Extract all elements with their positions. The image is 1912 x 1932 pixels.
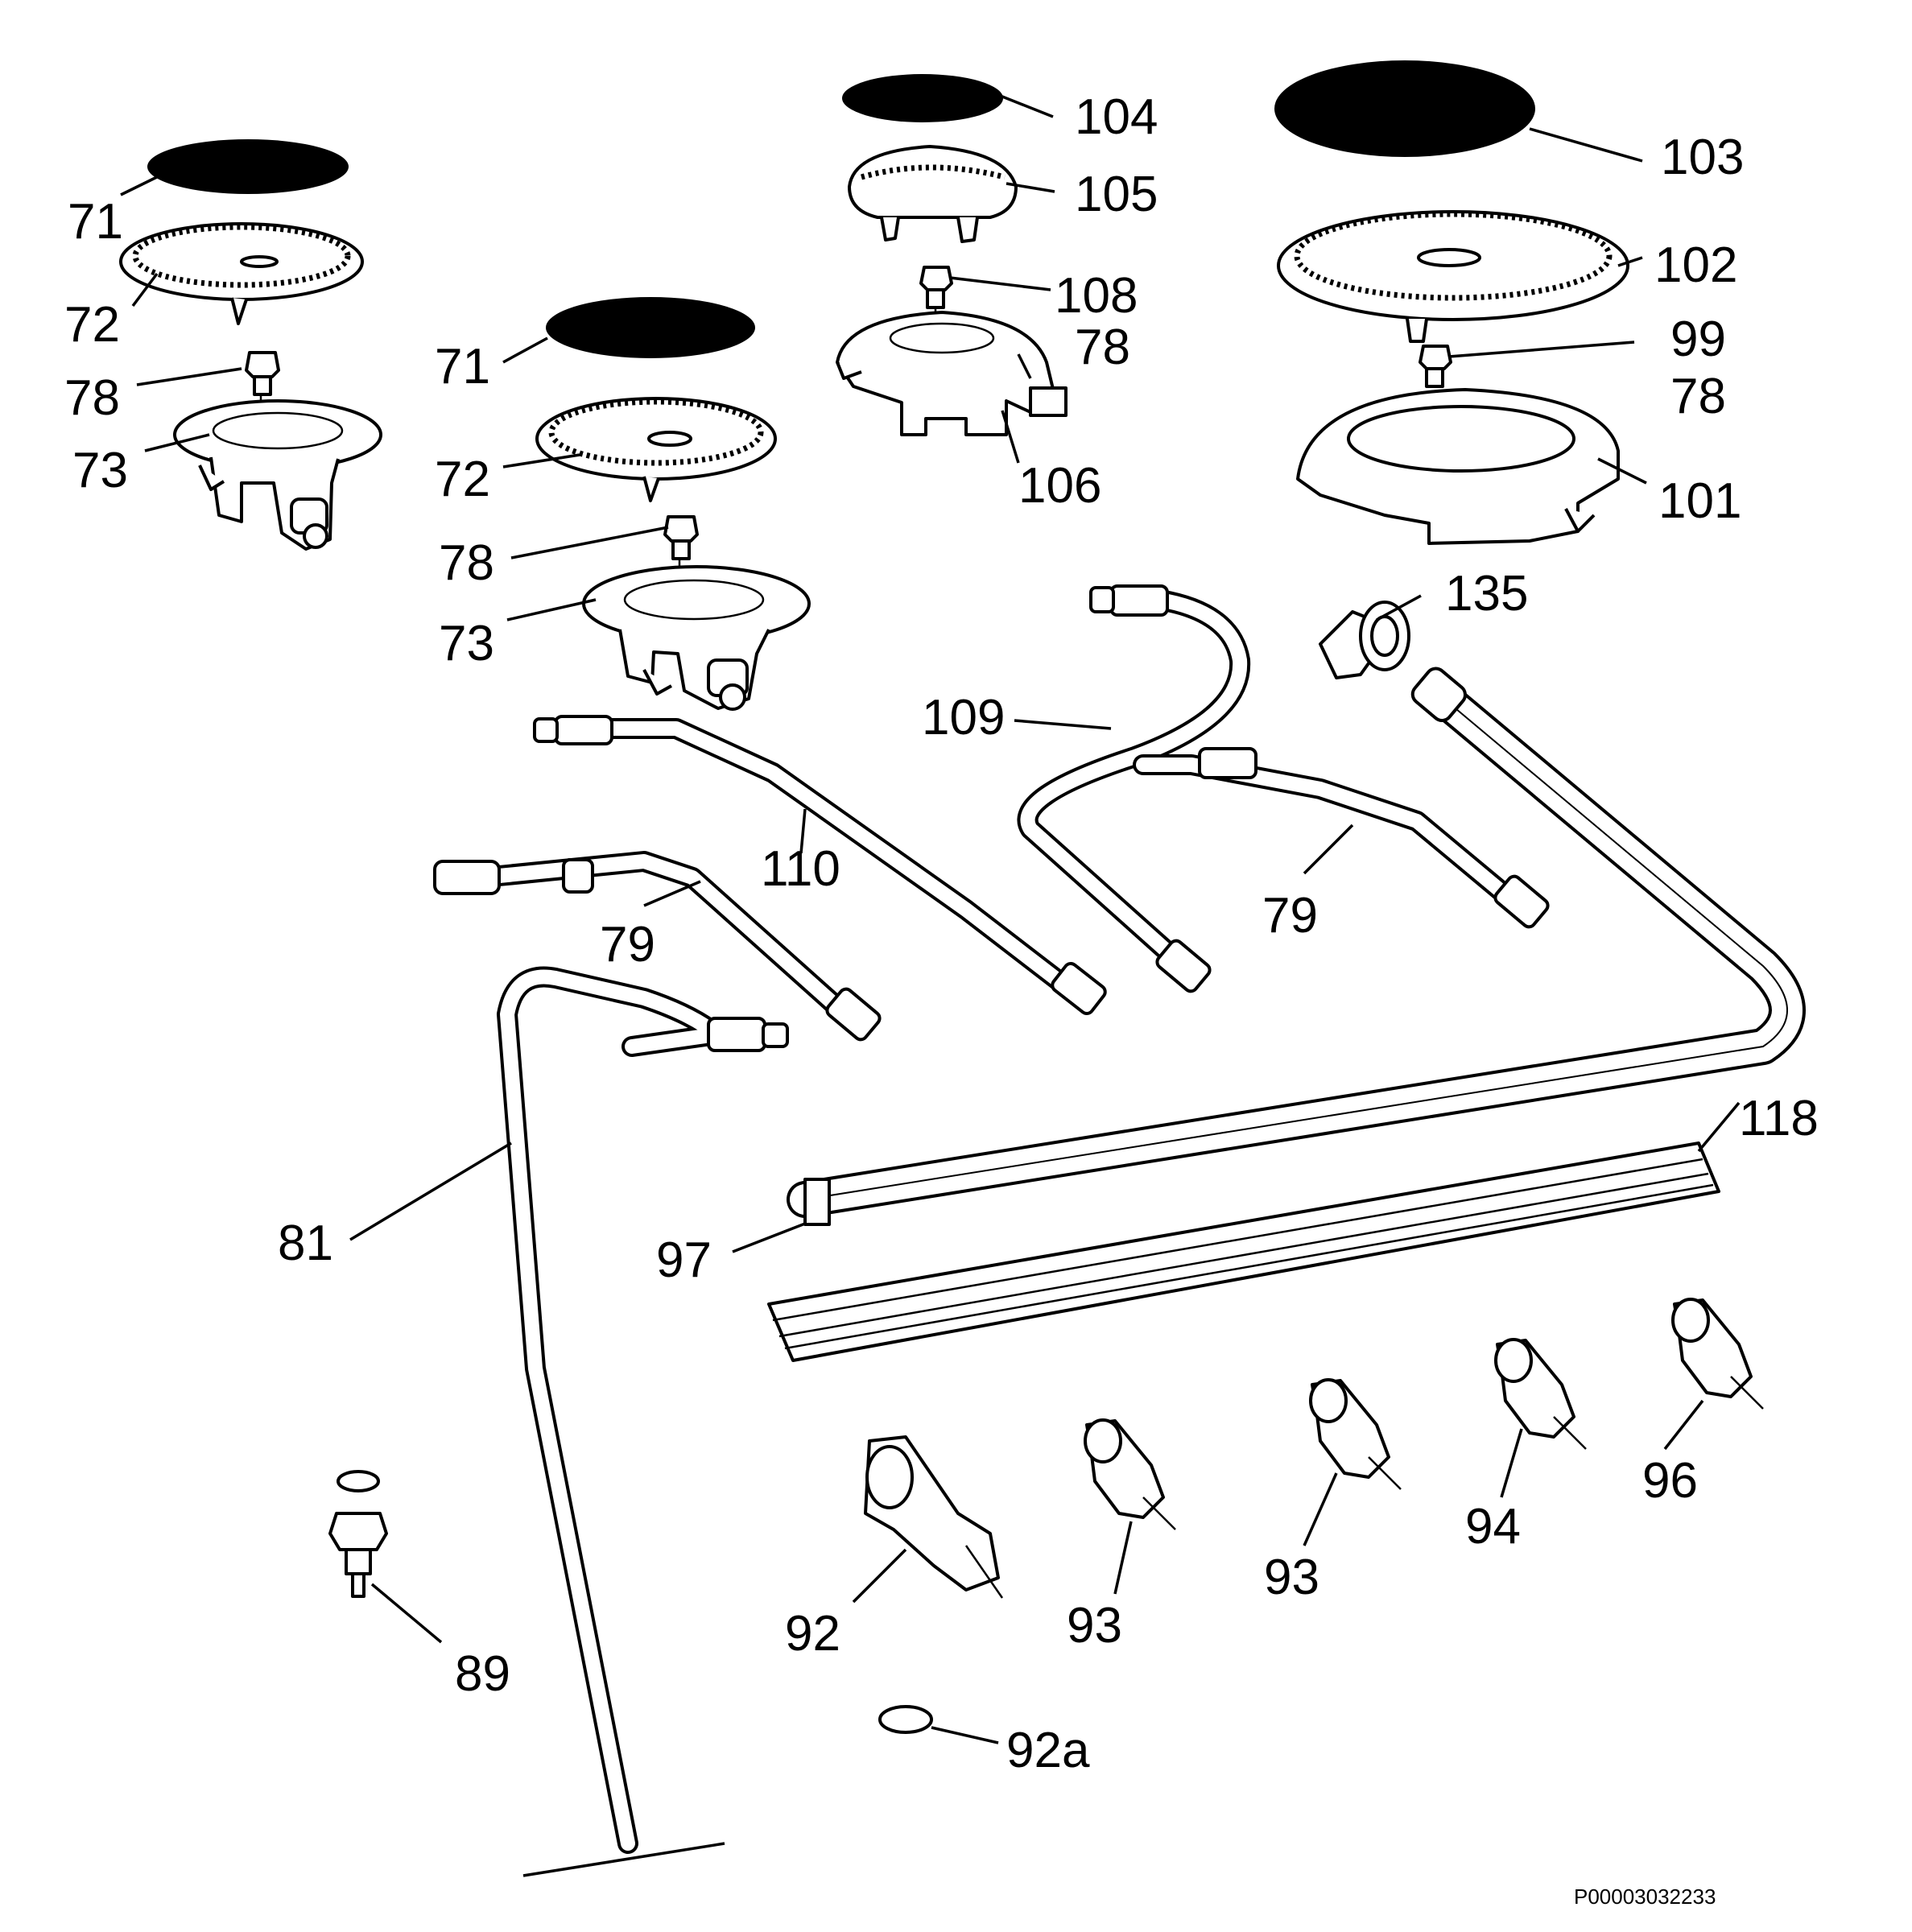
gas-pipe-79-left (433, 851, 882, 1042)
gas-pipe-110 (533, 715, 1107, 1016)
gas-valve-94 (1494, 1338, 1587, 1450)
burner-crown-72-left (119, 222, 364, 325)
burner-body-101 (1296, 388, 1620, 545)
callout-96: 96 (1642, 1453, 1698, 1509)
callout-93-left: 93 (1067, 1598, 1122, 1653)
burner-body-73-left (173, 399, 382, 551)
burner-crown-102 (1277, 210, 1629, 343)
callout-78-middle: 78 (439, 535, 494, 591)
valve-rail-118 (767, 1141, 1720, 1362)
callout-78-right: 78 (1670, 369, 1726, 424)
callout-101: 101 (1658, 473, 1741, 529)
callout-94: 94 (1465, 1499, 1521, 1554)
burner-cap-103 (1274, 60, 1535, 157)
callout-92a: 92a (1006, 1723, 1090, 1778)
burner-crown-72-right (535, 397, 777, 502)
callout-78-center: 78 (1075, 320, 1130, 375)
o-ring-92a (878, 1705, 933, 1734)
injector-78-left (245, 351, 280, 420)
callout-102: 102 (1654, 237, 1737, 293)
burner-cap-71-left (147, 139, 349, 194)
callout-105: 105 (1075, 167, 1158, 222)
burner-crown-105 (848, 145, 1018, 243)
callout-92: 92 (785, 1606, 840, 1662)
callout-79-right: 79 (1262, 888, 1318, 943)
injector-78-middle (663, 515, 699, 592)
callout-89: 89 (455, 1646, 510, 1702)
callout-81: 81 (278, 1216, 333, 1271)
callout-71-left: 71 (68, 194, 123, 250)
callout-78-left: 78 (64, 370, 120, 426)
gas-manifold-97 (787, 667, 1806, 1226)
callout-93-right: 93 (1264, 1550, 1319, 1605)
callout-135: 135 (1445, 566, 1528, 621)
callout-104: 104 (1075, 89, 1158, 145)
leader-lines (120, 93, 1741, 1744)
gas-valve-93-left (1084, 1418, 1176, 1530)
gas-valve-96 (1671, 1298, 1764, 1410)
gas-pipe-79-right (1133, 747, 1550, 929)
elbow-fitting-135 (1319, 601, 1410, 679)
gas-valve-92 (864, 1435, 1004, 1599)
callout-106: 106 (1018, 458, 1101, 514)
callout-99: 99 (1670, 312, 1726, 367)
callout-73-left: 73 (72, 443, 128, 498)
connector-89 (328, 1470, 388, 1598)
callout-108: 108 (1055, 268, 1138, 324)
callout-72-left: 72 (64, 297, 120, 353)
callout-109: 109 (922, 690, 1005, 745)
callout-73-right: 73 (439, 616, 494, 671)
callout-71-right: 71 (435, 339, 490, 394)
callout-103: 103 (1661, 130, 1744, 185)
burner-body-73-right (582, 565, 811, 711)
burner-cap-71-right (546, 297, 755, 358)
gas-tube-81 (497, 966, 789, 1877)
callout-79-left: 79 (600, 917, 655, 972)
burner-body-106 (836, 311, 1067, 436)
burner-cap-104 (842, 74, 1003, 122)
callout-97: 97 (656, 1232, 712, 1288)
callout-110: 110 (761, 841, 840, 897)
gas-pipe-109 (1017, 584, 1251, 993)
gas-valve-93-right (1309, 1378, 1402, 1490)
injector-99 (1419, 345, 1452, 388)
callout-118: 118 (1739, 1091, 1819, 1146)
document-id: P00003032233 (1574, 1885, 1716, 1909)
callout-72-right: 72 (435, 452, 490, 507)
